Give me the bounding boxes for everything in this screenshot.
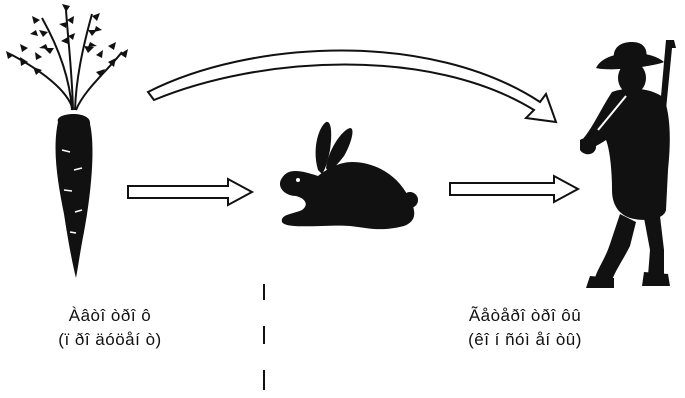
hunter-icon <box>580 40 676 288</box>
producer-label-line1: Àâòî òðî ô <box>68 306 152 325</box>
arrow-rabbit-to-hunter <box>449 174 581 204</box>
producer-label: Àâòî òðî ô (ï ðî äóöåí ò) <box>30 304 190 352</box>
rabbit-icon <box>279 121 418 230</box>
arrow-carrot-to-rabbit <box>127 177 255 207</box>
consumer-label: Ãåòåðî òðî ôû (êî í ñóì åí òû) <box>415 304 635 352</box>
consumer-label-line1: Ãåòåðî òðî ôû <box>468 306 582 325</box>
producer-label-line2: (ï ðî äóöåí ò) <box>58 330 162 349</box>
arrow-carrot-to-hunter <box>146 49 558 124</box>
carrot-icon <box>6 4 128 278</box>
consumer-label-line2: (êî í ñóì åí òû) <box>468 330 582 349</box>
